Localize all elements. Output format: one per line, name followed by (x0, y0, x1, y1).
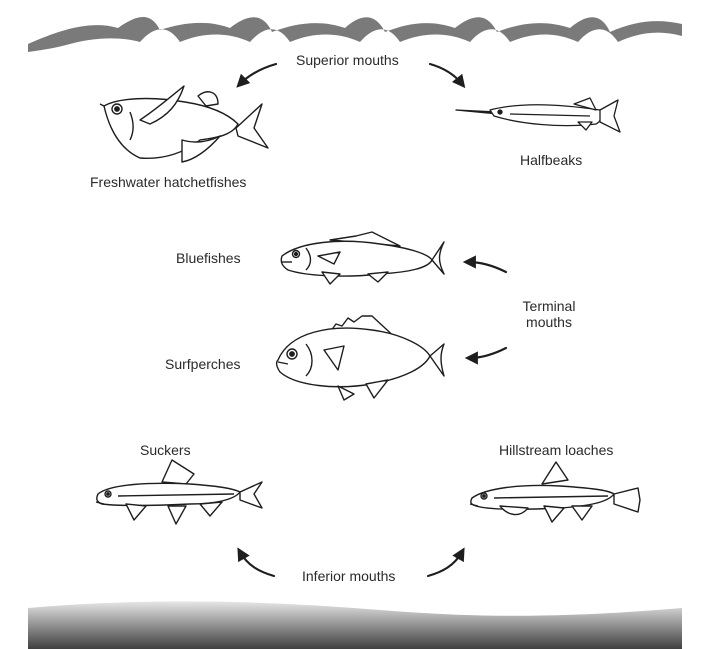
water-surface-icon (28, 16, 682, 52)
arrow-superior-left-icon (236, 62, 278, 88)
arrow-inferior-right-icon (426, 547, 465, 578)
halfbeak-label: Halfbeaks (520, 152, 583, 168)
hillstream-loach-label: Hillstream loaches (499, 442, 614, 458)
sucker-icon (95, 459, 263, 525)
hatchetfish-label: Freshwater hatchetfishes (90, 174, 247, 190)
arrow-superior-right-icon (428, 62, 466, 89)
halfbeak-icon (455, 97, 621, 133)
bluefish-label: Bluefishes (176, 250, 241, 266)
bluefish-icon (280, 231, 445, 285)
arrow-terminal-upper-icon (462, 255, 508, 274)
inferior-mouths-label: Inferior mouths (302, 568, 396, 584)
arrow-terminal-lower-icon (464, 346, 508, 365)
superior-mouths-label: Superior mouths (296, 52, 399, 68)
surfperch-label: Surfperches (165, 356, 241, 372)
arrow-inferior-left-icon (237, 547, 276, 578)
hatchetfish-icon (99, 85, 269, 163)
sucker-label: Suckers (140, 442, 191, 458)
terminal-mouths-label: Terminal mouths (522, 298, 576, 330)
hillstream-loach-icon (469, 461, 641, 523)
river-bottom-icon (28, 601, 682, 649)
surfperch-icon (275, 315, 445, 401)
